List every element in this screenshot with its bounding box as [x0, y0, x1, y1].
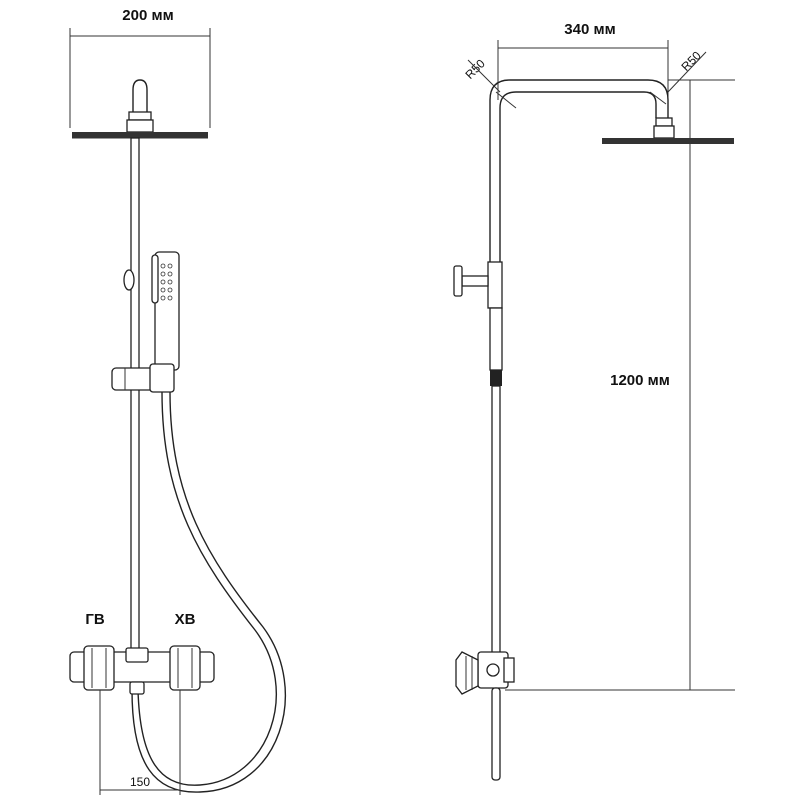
side-view: 340 мм R50 R50 1200 мм — [453, 21, 735, 781]
riser-pipe — [130, 137, 140, 659]
hot-water-label: ГВ — [85, 611, 105, 628]
side-shower-head — [602, 117, 734, 144]
length-dimension: 340 мм — [497, 21, 669, 100]
height-dimension: 1200 мм — [505, 79, 735, 691]
side-riser-pipe — [489, 307, 503, 657]
flexible-hose — [137, 391, 277, 786]
length-dimension-label: 340 мм — [564, 21, 615, 38]
cold-water-label: ХВ — [175, 611, 196, 628]
spacing-dimension-label: 150 — [130, 775, 150, 789]
spacing-dimension: 150 — [99, 690, 181, 795]
radius-right-label: R50 — [678, 48, 704, 74]
side-hose — [491, 687, 501, 781]
hand-shower — [123, 251, 180, 371]
width-dimension-label: 200 мм — [122, 7, 173, 24]
width-dimension: 200 мм — [69, 7, 211, 128]
rain-shower-head — [72, 79, 208, 139]
radius-left-label: R50 — [462, 56, 488, 82]
height-dimension-label: 1200 мм — [610, 372, 670, 389]
thermostatic-mixer — [69, 645, 215, 695]
slider-holder — [111, 363, 175, 393]
shower-arm — [489, 79, 669, 262]
side-mixer — [455, 651, 515, 695]
diverter-knob — [453, 261, 503, 309]
front-view: 200 мм — [69, 7, 286, 795]
